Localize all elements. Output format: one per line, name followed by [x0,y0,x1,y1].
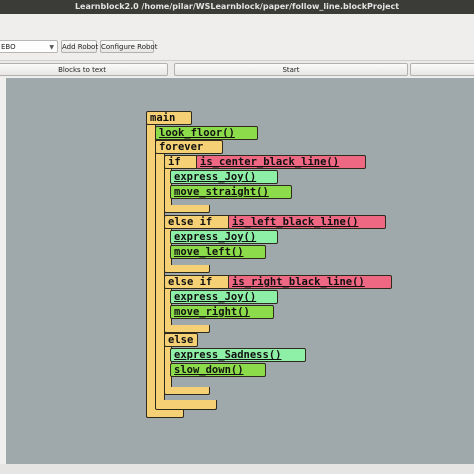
robot-select-value: EBO [1,43,16,51]
condition-left-black-line[interactable]: is_left_black_line() [228,215,386,229]
look-floor-block[interactable]: look_floor() [155,126,258,140]
move-left-block[interactable]: move_left() [170,245,266,259]
extra-action-button[interactable] [410,63,474,76]
express-joy-block[interactable]: express_Joy() [170,290,278,304]
block-canvas[interactable]: main look_floor() forever if is_center_b… [6,78,474,464]
forever-block[interactable]: forever [155,140,223,154]
move-right-block[interactable]: move_right() [170,305,274,319]
action-bar: Blocks to text Start [0,60,474,77]
start-button[interactable]: Start [174,63,408,76]
robot-select[interactable]: EBO ▼ [0,40,58,53]
chevron-down-icon: ▼ [49,44,54,51]
window-title: Learnblock2.0 /home/pilar/WSLearnblock/p… [0,0,474,14]
condition-right-black-line[interactable]: is_right_black_line() [228,275,392,289]
else-if-right-block[interactable]: else if [164,275,230,289]
if-center-block[interactable]: if [164,155,198,169]
forever-block-end [155,400,217,410]
express-sadness-block[interactable]: express_Sadness() [170,348,306,362]
condition-center-black-line[interactable]: is_center_black_line() [196,155,366,169]
main-block[interactable]: main [146,111,192,125]
toolbar: EBO ▼ Add Robot Configure Robot [0,14,474,60]
else-if-left-end [164,265,210,273]
move-straight-block[interactable]: move_straight() [170,185,292,199]
if-center-end [164,205,210,213]
configure-robot-button[interactable]: Configure Robot [100,40,157,53]
else-block[interactable]: else [164,333,198,347]
blocks-to-text-button[interactable]: Blocks to text [0,63,168,76]
status-bar [0,464,474,474]
slow-down-block[interactable]: slow_down() [170,363,266,377]
else-if-right-end [164,325,210,333]
main-block-end [146,408,184,418]
express-joy-block[interactable]: express_Joy() [170,230,278,244]
else-if-left-block[interactable]: else if [164,215,230,229]
express-joy-block[interactable]: express_Joy() [170,170,278,184]
add-robot-button[interactable]: Add Robot [61,40,98,53]
else-end [164,387,210,395]
